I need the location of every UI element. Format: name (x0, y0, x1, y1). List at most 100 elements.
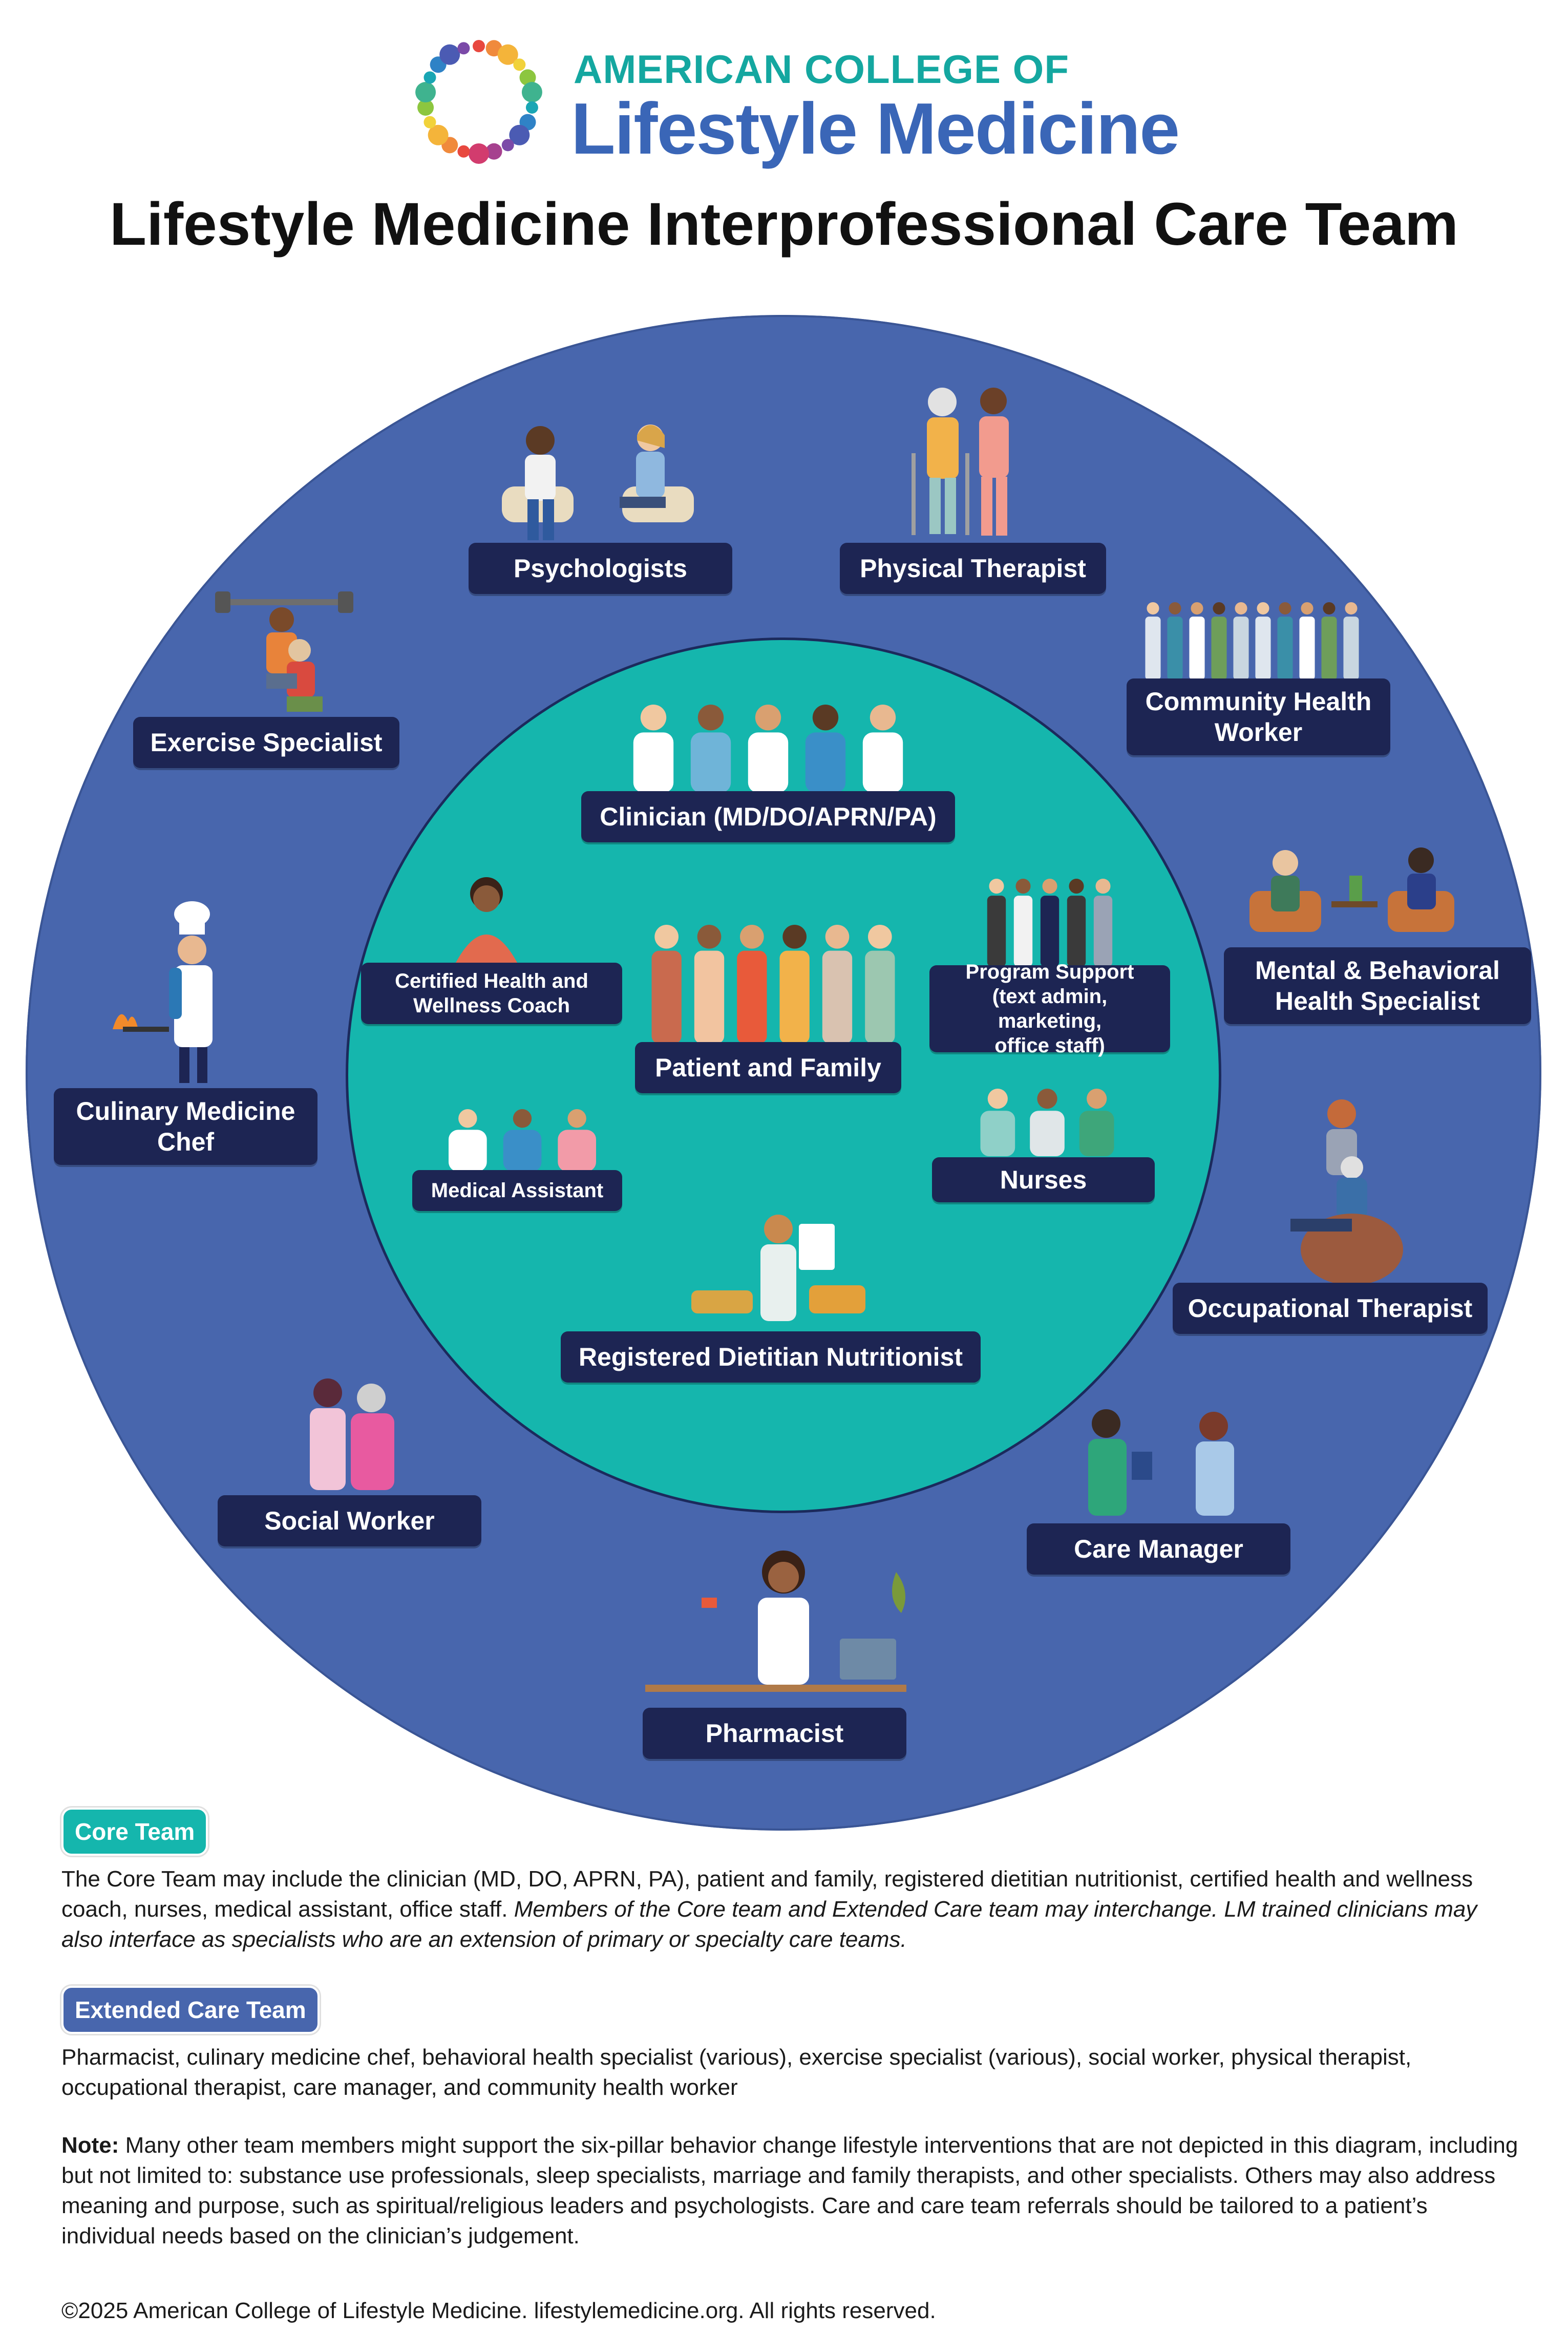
label-care-manager: Care Manager (1027, 1523, 1290, 1575)
community-health-worker-illustration (1145, 602, 1359, 680)
person-body (694, 950, 725, 1044)
person-body (1299, 617, 1315, 680)
label-program-support: Program Support (text admin, marketing, … (929, 961, 1170, 1057)
person-head (987, 1089, 1008, 1109)
person-body (1255, 617, 1271, 680)
core-team-description: The Core Team may include the clinician … (61, 1864, 1521, 1955)
person-head (782, 925, 807, 949)
acolm-logo: AMERICAN COLLEGE OF Lifestyle Medicine (405, 26, 1180, 174)
person-body (748, 732, 789, 793)
mental-behavioral-illustration (1249, 847, 1454, 932)
logo-dot (457, 42, 470, 55)
person-head (1095, 879, 1111, 894)
person-body (1277, 617, 1293, 680)
culinary-chef-illustration (113, 901, 213, 1083)
person-body (503, 1130, 542, 1172)
logo-dot (415, 82, 436, 103)
label-exercise-specialist: Exercise Specialist (133, 717, 399, 768)
label-social-worker: Social Worker (218, 1495, 481, 1546)
person-body (1167, 617, 1183, 680)
person-head (458, 1109, 477, 1128)
logo-org-name: Lifestyle Medicine (571, 88, 1180, 169)
logo-dot (497, 44, 518, 65)
copyright-line: ©2025 American College of Lifestyle Medi… (61, 2298, 936, 2323)
person-body (1040, 896, 1060, 967)
person-body (1079, 1111, 1114, 1156)
person-head (1191, 602, 1203, 615)
logo-dot (521, 82, 542, 103)
person-body (633, 732, 674, 793)
person-head (1257, 602, 1269, 615)
person-body (987, 896, 1006, 967)
person-head (825, 925, 850, 949)
core-team-italic-text: Members of the Core team and Extended Ca… (61, 1897, 1477, 1952)
logo-dot (457, 145, 470, 158)
label-clinician: Clinician (MD/DO/APRN/PA) (581, 791, 955, 842)
logo-dot (519, 69, 536, 86)
person-body (862, 732, 903, 793)
label-medical-assistant: Medical Assistant (412, 1170, 622, 1211)
core-team-badge: Core Team (61, 1808, 208, 1856)
person-head (870, 705, 896, 731)
care-manager-illustration (1088, 1409, 1234, 1516)
dietitian-illustration (691, 1215, 865, 1321)
person-head (755, 705, 781, 731)
person-head (868, 925, 892, 949)
label-community-health-worker: Community Health Worker (1127, 678, 1390, 755)
logo-org-line: AMERICAN COLLEGE OF (574, 47, 1069, 92)
person-body (449, 1130, 487, 1172)
person-body (822, 950, 853, 1044)
label-culinary-medicine-chef: Culinary Medicine Chef (54, 1088, 317, 1165)
person-head (1169, 602, 1181, 615)
person-body (1145, 617, 1161, 680)
patient-family-illustration (651, 925, 895, 1044)
label-patient-and-family: Patient and Family (635, 1042, 901, 1093)
label-registered-dietitian-nutritionist: Registered Dietitian Nutritionist (561, 1331, 981, 1383)
note-label: Note: (61, 2133, 119, 2158)
physical-therapist-illustration (912, 388, 1009, 536)
label-occupational-therapist: Occupational Therapist (1173, 1283, 1488, 1334)
label-pharmacist: Pharmacist (643, 1708, 906, 1759)
person-head (812, 705, 839, 731)
logo-dot (469, 143, 489, 164)
logo-dot (423, 71, 436, 84)
person-body (1189, 617, 1205, 680)
logo-dot (525, 101, 538, 114)
person-body (1030, 1111, 1065, 1156)
label-physical-therapist: Physical Therapist (840, 543, 1106, 594)
pharmacist-illustration (645, 1551, 906, 1692)
occupational-therapist-illustration (1290, 1099, 1403, 1285)
person-body (805, 732, 846, 793)
logo-dot (439, 44, 460, 65)
person-body (558, 1130, 596, 1172)
core-team-text: The Core Team may include the clinician … (61, 1866, 1473, 1922)
exercise-specialist-illustration (215, 591, 353, 712)
person-head (1345, 602, 1358, 615)
logo-dot (501, 139, 514, 152)
person-body (865, 950, 895, 1044)
person-head (1213, 602, 1225, 615)
extended-care-team-description: Pharmacist, culinary medicine chef, beha… (61, 2045, 1412, 2100)
person-body (737, 950, 767, 1044)
person-head (1323, 602, 1336, 615)
person-body (779, 950, 810, 1044)
person-body (1321, 617, 1337, 680)
logo-dot (513, 58, 526, 71)
label-psychologists: Psychologists (469, 543, 732, 594)
clinician-illustration (633, 705, 903, 793)
logo-dot (509, 124, 530, 145)
person-head (1015, 879, 1031, 894)
page-title: Lifestyle Medicine Interprofessional Car… (110, 190, 1458, 258)
person-head (989, 879, 1004, 894)
program-support-illustration (987, 879, 1113, 967)
label-mental-behavioral-health-specialist: Mental & Behavioral Health Specialist (1224, 947, 1531, 1024)
label-nurses: Nurses (932, 1157, 1155, 1202)
note-paragraph: Note: Many other team members might supp… (61, 2130, 1521, 2251)
social-worker-illustration (310, 1378, 394, 1490)
note-body: Many other team members might support th… (61, 2133, 1518, 2248)
person-head (1037, 1089, 1057, 1109)
person-body (1013, 896, 1033, 967)
person-head (513, 1109, 532, 1128)
person-head (1087, 1089, 1107, 1109)
